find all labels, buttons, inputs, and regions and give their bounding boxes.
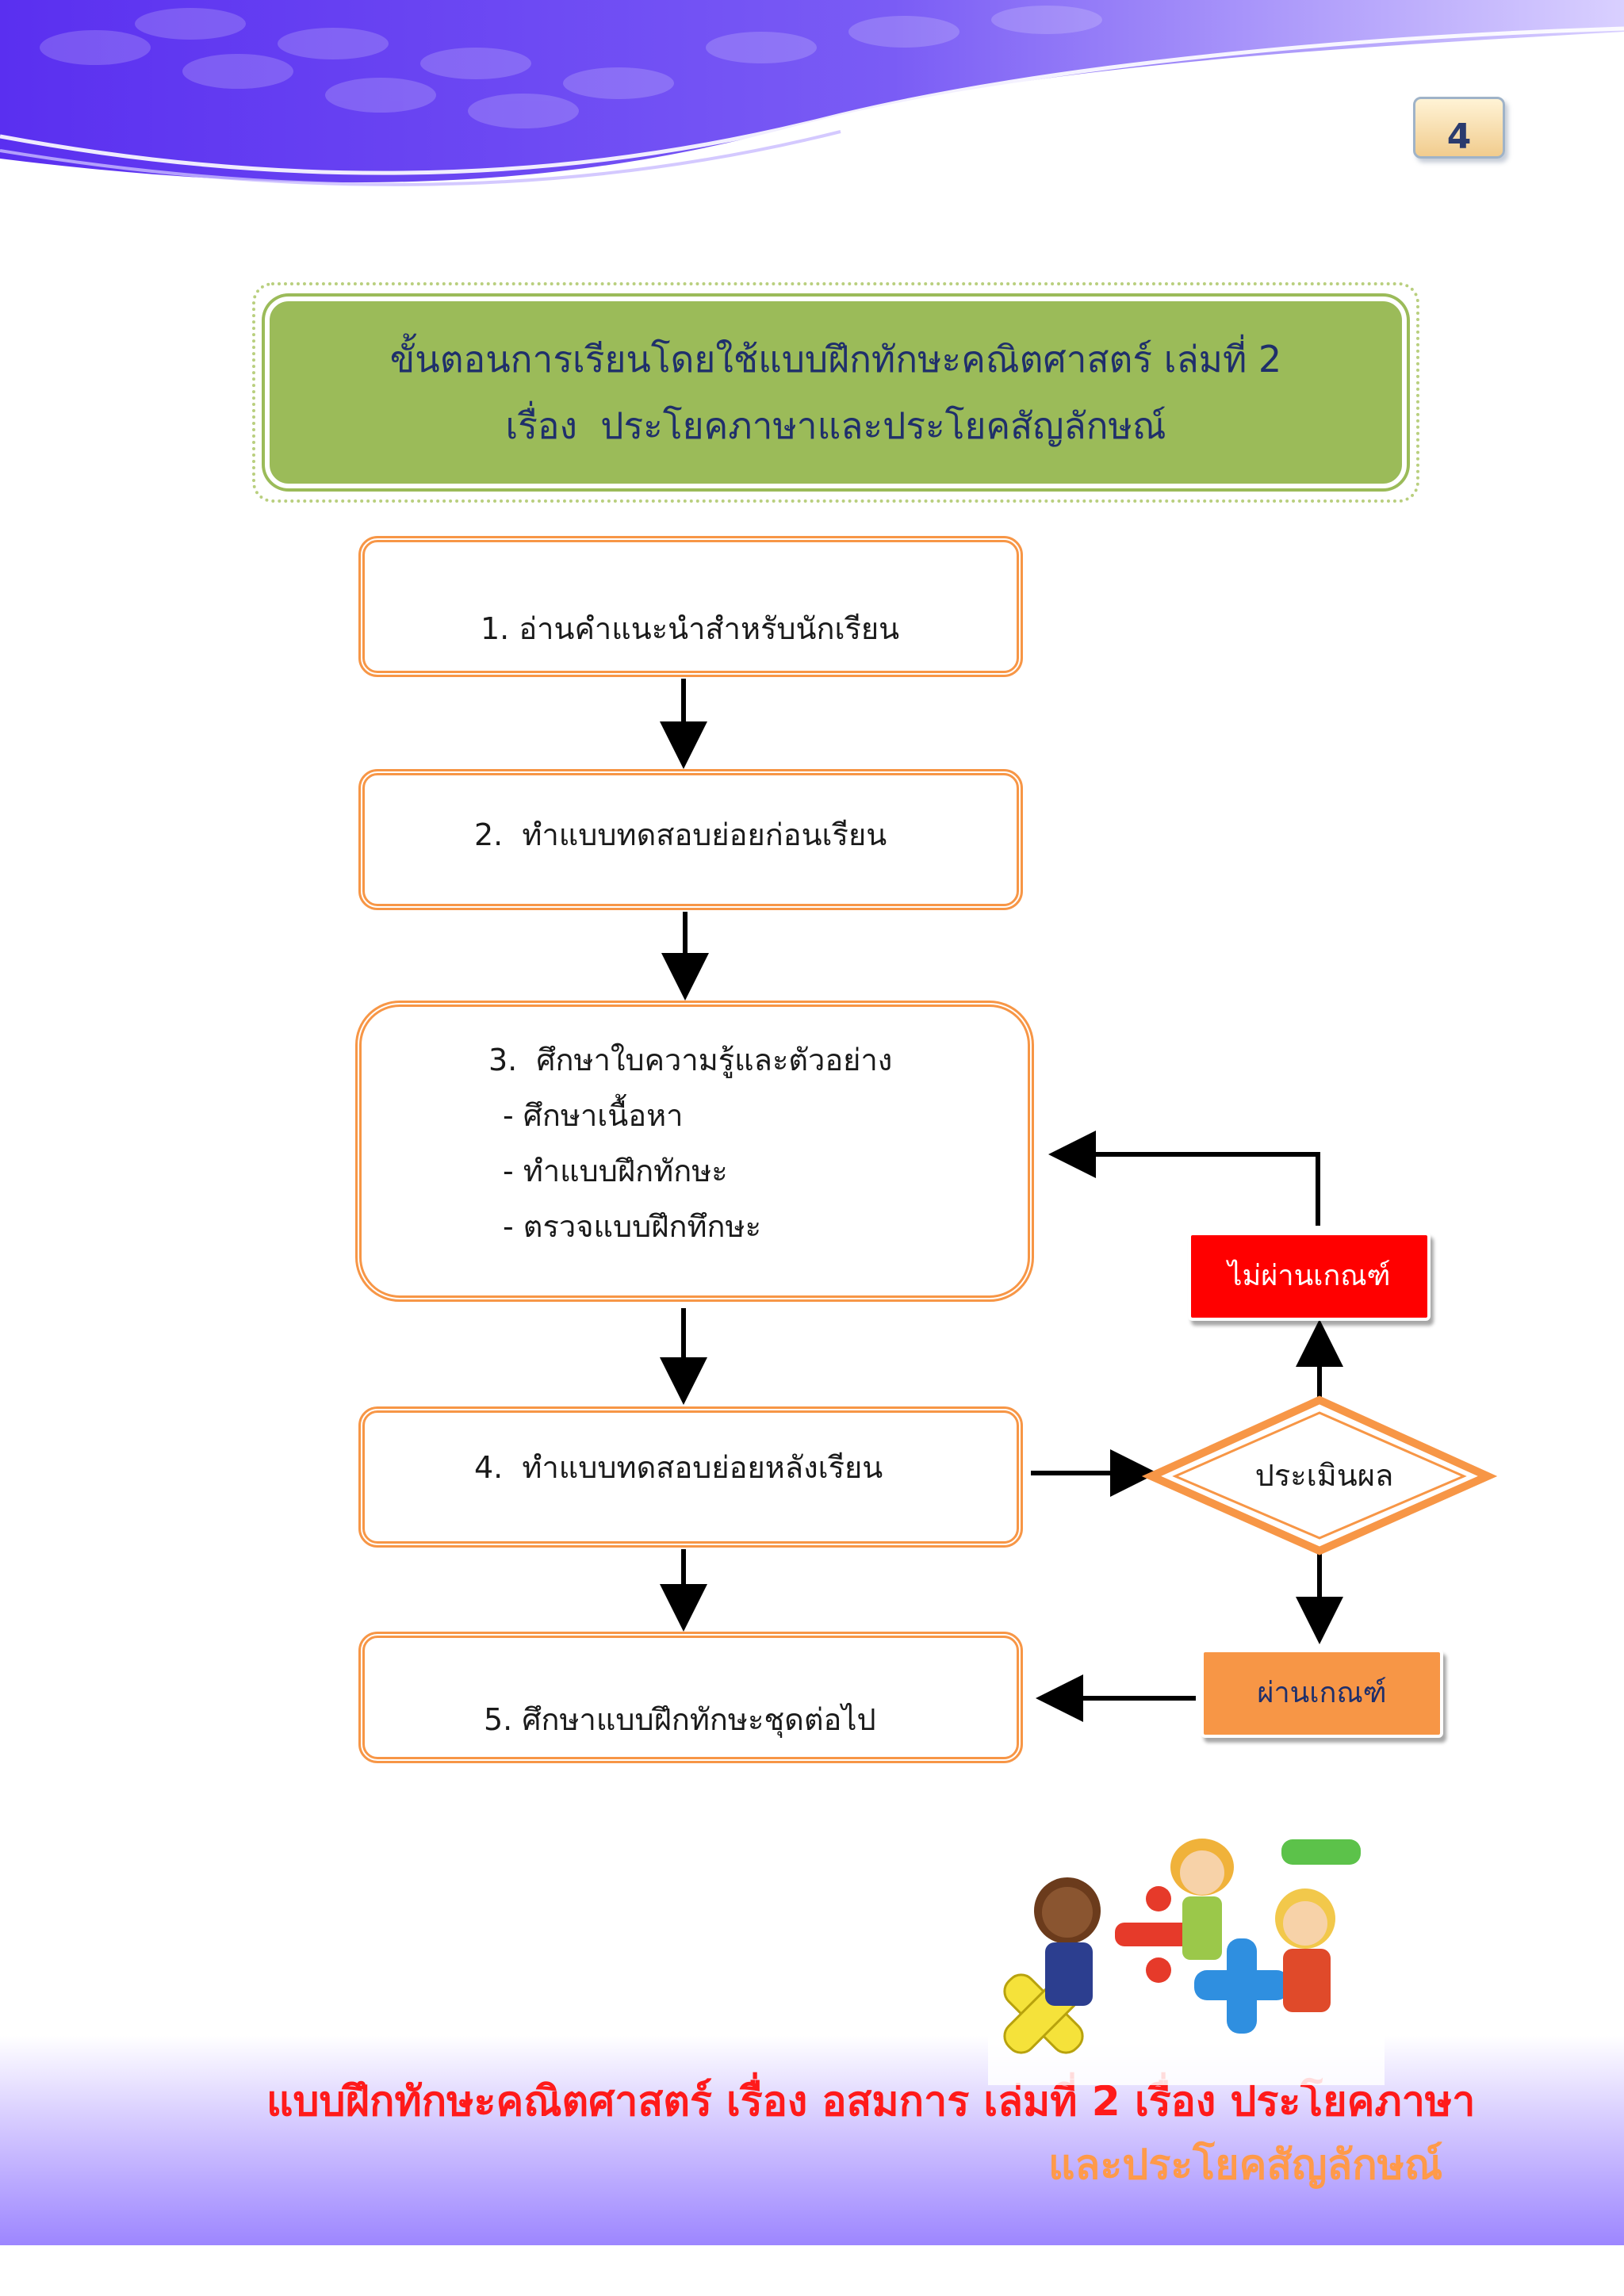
footer-title-line-1: แบบฝึกทักษะคณิตศาสตร์ เรื่อง อสมการ เล่ม…	[266, 2078, 1476, 2126]
title-line-1: ขั้นตอนการเรียนโดยใช้แบบฝึกทักษะคณิตศาสต…	[389, 338, 1282, 381]
step-3-label: 3. ศึกษาใบความรู้และตัวอย่าง	[488, 1043, 893, 1077]
title-dotted-frame	[252, 282, 1419, 503]
evaluate-label: ประเมินผล	[1254, 1458, 1394, 1493]
step-1-box: 1. อ่านคำแนะนำสำหรับนักเรียน	[358, 536, 1023, 677]
title-line-2: เรื่อง ประโยคภาษาและประโยคสัญลักษณ์	[505, 404, 1166, 447]
step-4-box: 4. ทำแบบทดสอบย่อยหลังเรียน	[358, 1406, 1023, 1548]
step-3-sub-item: - ศึกษาเนื้อหา	[503, 1098, 684, 1133]
step-3-box: 3. ศึกษาใบความรู้และตัวอย่าง - ศึกษาเนื้…	[355, 1001, 1034, 1302]
step-4-label: 4. ทำแบบทดสอบย่อยหลังเรียน	[474, 1450, 883, 1485]
fail-criteria-box: ไม่ผ่านเกณฑ์	[1188, 1232, 1431, 1321]
step-1-label: 1. อ่านคำแนะนำสำหรับนักเรียน	[481, 611, 900, 646]
step-5-box: 5. ศึกษาแบบฝึกทักษะชุดต่อไป	[358, 1632, 1023, 1763]
step-2-box: 2. ทำแบบทดสอบย่อยก่อนเรียน	[358, 769, 1023, 910]
arrow-fail-to-step3	[1048, 1131, 1320, 1226]
step-5-label: 5. ศึกษาแบบฝึกทักษะชุดต่อไป	[484, 1702, 876, 1737]
children-math-illustration	[988, 1823, 1385, 2085]
step-2-label: 2. ทำแบบทดสอบย่อยก่อนเรียน	[474, 817, 887, 852]
evaluate-diamond	[1141, 1395, 1498, 1556]
page-number-tab: 4	[1413, 97, 1505, 159]
header-wave-decoration	[0, 0, 1624, 186]
title-box: ขั้นตอนการเรียนโดยใช้แบบฝึกทักษะคณิตศาสต…	[265, 297, 1407, 488]
step-3-sub-item: - ตรวจแบบฝึกทึกษะ	[503, 1209, 762, 1244]
footer-title-line-2: และประโยคสัญลักษณ์	[1048, 2141, 1443, 2189]
step-3-sub-item: - ทำแบบฝึกทักษะ	[503, 1154, 728, 1188]
pass-criteria-box: ผ่านเกณฑ์	[1201, 1649, 1443, 1738]
